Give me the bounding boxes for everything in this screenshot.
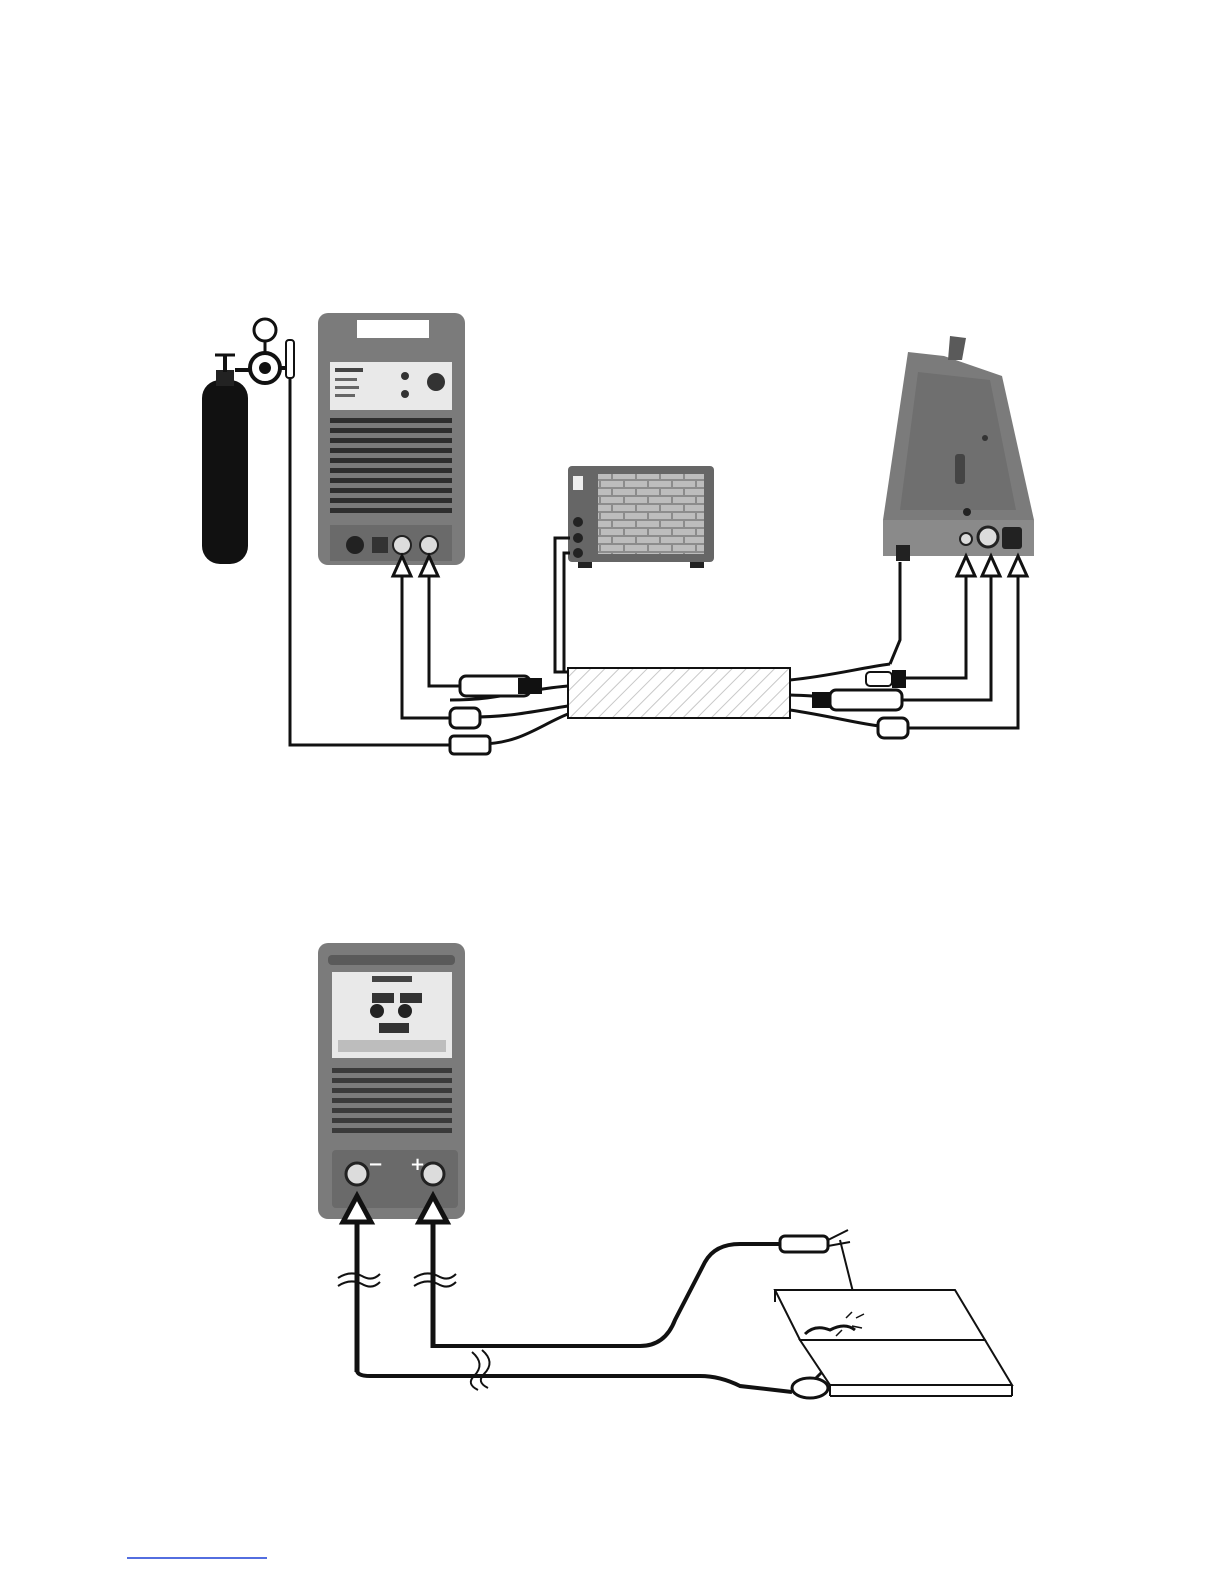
gas-socket-icon (960, 533, 972, 545)
socket-icon (346, 536, 364, 554)
gas-connector-icon (866, 672, 892, 686)
flowmeter-icon (286, 340, 294, 378)
knob-icon (370, 1004, 384, 1018)
plus-terminal-icon (422, 1163, 444, 1185)
power-switch-icon (573, 476, 583, 490)
control-socket-icon (1002, 527, 1022, 549)
plus-terminal-label: + (410, 1154, 425, 1175)
display-icon (400, 993, 422, 1003)
power-connector-icon (830, 690, 902, 710)
bottom-connection-diagram: − + (318, 943, 1012, 1398)
connection-arrows-power-source (393, 556, 460, 718)
cooling-unit (568, 466, 714, 568)
power-socket-icon (978, 527, 998, 547)
coolant-line (564, 553, 570, 672)
mma-power-source: − + (318, 943, 465, 1219)
control-connector-icon (878, 718, 908, 738)
top-connection-diagram (202, 313, 1034, 754)
knob-icon (398, 1004, 412, 1018)
electrode-holder-cable (433, 1244, 782, 1346)
gas-connector-icon (450, 708, 480, 728)
gas-socket-icon (420, 536, 438, 554)
radiator-grille (598, 474, 704, 554)
gas-cylinder (202, 355, 248, 564)
torch-socket-icon (393, 536, 411, 554)
welding-power-source (318, 313, 465, 565)
wire-feeder (883, 336, 1034, 561)
socket-icon (372, 537, 388, 553)
cable-break-markers (338, 1273, 490, 1390)
minus-terminal-label: − (368, 1154, 383, 1175)
minus-terminal-icon (346, 1163, 368, 1185)
terminal-arrows (343, 1196, 447, 1372)
display-icon (379, 1023, 409, 1033)
work-clamp-cable (357, 1370, 792, 1392)
hose-package (450, 664, 908, 754)
display-icon (372, 993, 394, 1003)
pressure-regulator (235, 319, 294, 383)
knob-icon (427, 373, 445, 391)
gas-connector-icon (450, 736, 490, 754)
handle-opening (357, 320, 429, 338)
gauge-icon (254, 319, 276, 341)
